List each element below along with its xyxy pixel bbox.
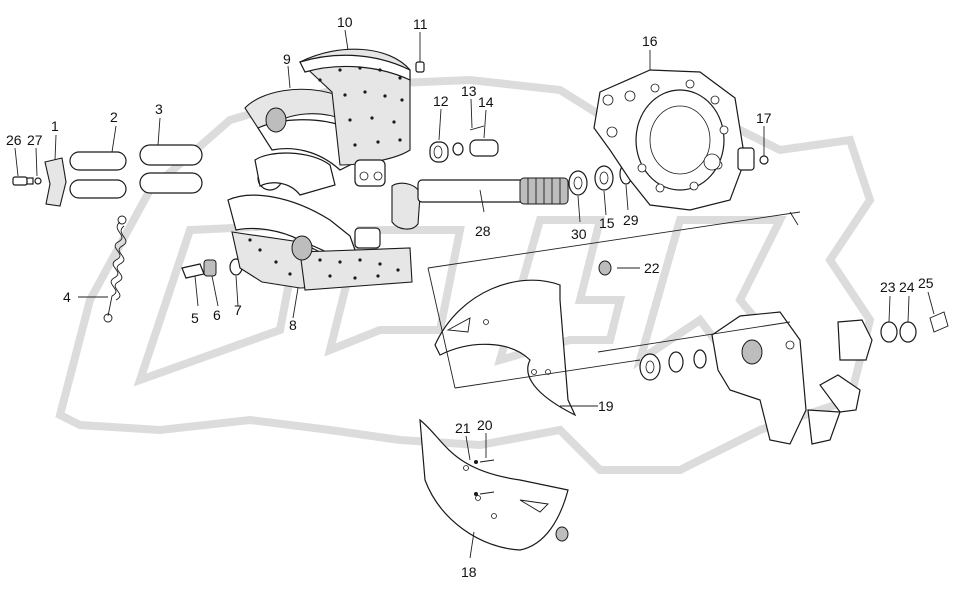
leader-lines: [14, 29, 935, 559]
nut-6: [203, 259, 217, 277]
callout-18: 18: [461, 564, 477, 580]
bolt-21: [474, 460, 478, 496]
spring-4: [103, 215, 127, 323]
plate-1: [44, 157, 67, 207]
slack-adjuster-bracket: [711, 311, 807, 445]
callout-1: 1: [51, 118, 59, 134]
callout-30: 30: [571, 226, 587, 242]
bolt-5: [181, 263, 205, 279]
callout-17: 17: [756, 110, 772, 126]
pin-14: [469, 139, 499, 157]
callout-14: 14: [478, 94, 494, 110]
camshaft-washers-lower: [639, 349, 707, 381]
clip-13: [452, 125, 485, 156]
callout-3: 3: [155, 101, 163, 117]
callout-2: 2: [110, 109, 118, 125]
washer-23: [880, 321, 898, 343]
callout-25: 25: [918, 275, 934, 291]
brake-spider-16: [593, 69, 755, 211]
clip-25: [929, 311, 949, 333]
bushing-12: [429, 141, 449, 163]
callout-22: 22: [644, 260, 660, 276]
callout-15: 15: [599, 215, 615, 231]
callout-21: 21: [455, 420, 471, 436]
watermark-logo: [55, 75, 875, 474]
callout-23: 23: [880, 279, 896, 295]
callout-16: 16: [642, 33, 658, 49]
pin-3: [139, 144, 203, 194]
callout-26: 26: [6, 132, 22, 148]
callout-13: 13: [461, 83, 477, 99]
callout-19: 19: [598, 398, 614, 414]
callout-5: 5: [191, 310, 199, 326]
washer-24: [899, 321, 917, 343]
screw-11: [415, 55, 425, 73]
callout-labels: 1 2 3 4 5 6 7 8 9 10 11 12 13 14 15 16 1…: [6, 14, 934, 580]
callout-12: 12: [433, 93, 449, 109]
callout-28: 28: [475, 223, 491, 239]
callout-7: 7: [234, 302, 242, 318]
callout-20: 20: [477, 417, 493, 433]
callout-24: 24: [899, 279, 915, 295]
brake-shoe-upper-9: [244, 88, 361, 196]
slack-adjuster-arm: [807, 319, 873, 445]
dust-shield-upper-19: [434, 279, 577, 417]
dust-shield-lower-18: [419, 418, 569, 551]
callout-10: 10: [337, 14, 353, 30]
callout-29: 29: [623, 212, 639, 228]
bolt-20: [479, 459, 495, 495]
callout-4: 4: [63, 289, 71, 305]
callout-11: 11: [413, 16, 428, 32]
callout-9: 9: [283, 51, 291, 67]
bushing-15: [594, 165, 614, 191]
washer-27: [34, 177, 42, 185]
callout-8: 8: [289, 317, 297, 333]
pin-2: [69, 151, 127, 199]
bolt-26: [12, 176, 34, 186]
nut-22: [598, 260, 612, 276]
washer-30: [568, 170, 588, 196]
grease-fitting-17: [759, 155, 769, 165]
camshaft-28: [391, 177, 569, 230]
callout-6: 6: [213, 307, 221, 323]
brake-lining-10: [299, 48, 411, 187]
callout-27: 27: [27, 132, 43, 148]
